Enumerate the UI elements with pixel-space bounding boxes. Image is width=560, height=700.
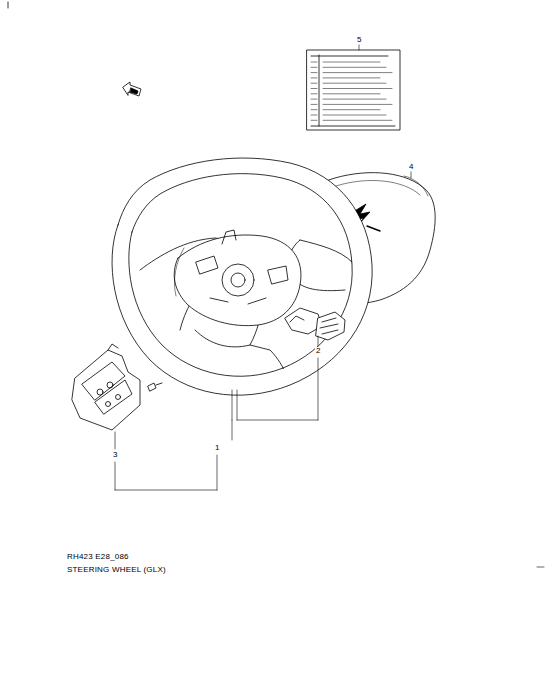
label-line — [311, 93, 317, 94]
callout-number: 4 — [408, 163, 414, 171]
caution-label — [307, 50, 400, 130]
label-line — [311, 104, 317, 105]
label-line — [323, 93, 380, 94]
label-line — [311, 88, 317, 89]
label-line — [323, 109, 380, 110]
label-line — [311, 109, 317, 110]
label-line — [311, 99, 317, 100]
label-line — [323, 99, 386, 100]
corner-mark — [8, 2, 9, 8]
label-line — [323, 83, 386, 84]
label-line — [323, 104, 392, 105]
callout-number: 5 — [356, 36, 362, 44]
label-line — [311, 83, 317, 84]
label-line — [311, 67, 317, 68]
label-line — [311, 77, 317, 78]
label-line — [311, 72, 317, 73]
drawing-code: RH423 E28_086 — [66, 553, 130, 561]
tick-mark — [537, 567, 544, 568]
right-switch — [285, 308, 345, 340]
label-line — [311, 62, 317, 63]
label-line — [323, 67, 386, 68]
callout-number: 2 — [315, 347, 321, 355]
label-line — [323, 77, 380, 78]
label-line — [323, 72, 392, 73]
label-line — [323, 115, 386, 116]
label-line — [323, 120, 392, 121]
leader-lines — [115, 45, 411, 490]
left-switch — [72, 344, 162, 430]
direction-arrow — [123, 82, 141, 96]
label-line — [311, 115, 317, 116]
label-line — [323, 62, 380, 63]
label-line — [323, 88, 392, 89]
callout-number: 3 — [112, 451, 118, 459]
caption: STEERING WHEEL (GLX) — [66, 566, 167, 574]
steering-wheel — [112, 158, 372, 395]
callout-number: 1 — [214, 444, 220, 452]
label-line — [311, 120, 317, 121]
